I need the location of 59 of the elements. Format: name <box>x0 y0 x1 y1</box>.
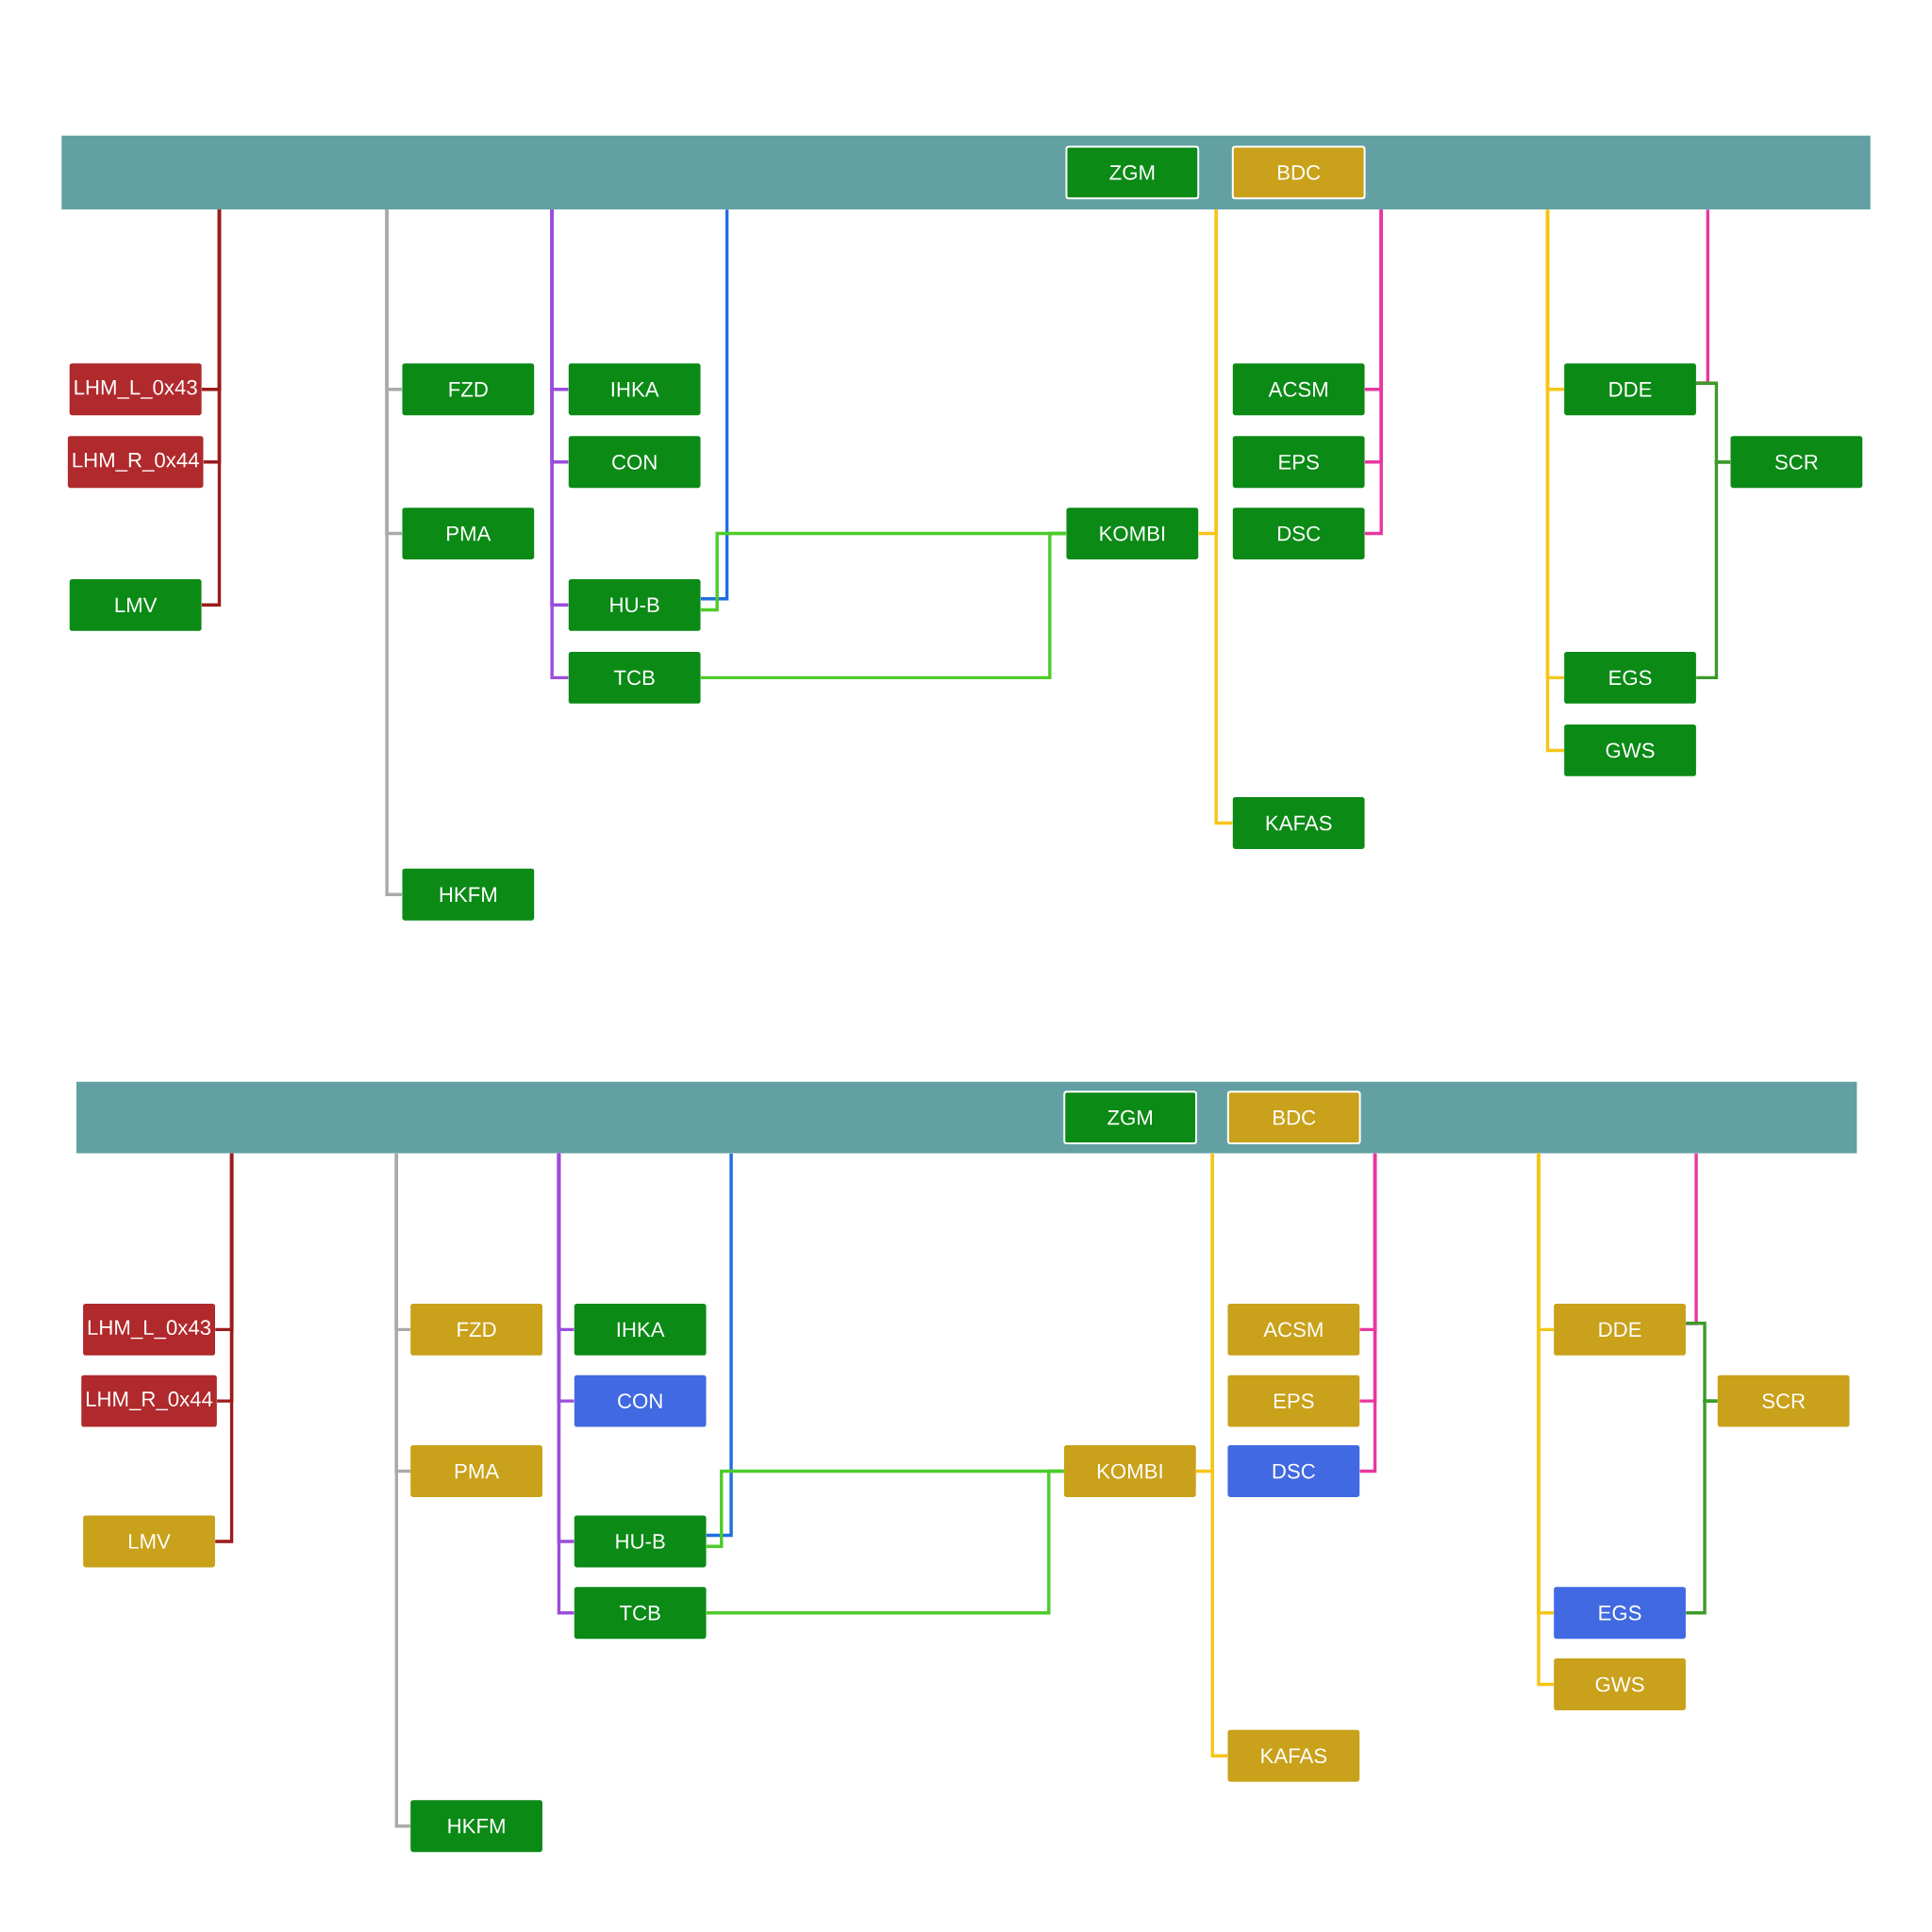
connector-line <box>706 1153 733 1538</box>
module-box: KOMBI <box>1064 1445 1196 1497</box>
connector-line <box>550 209 569 680</box>
connector-line <box>1210 1153 1228 1757</box>
connector-line <box>700 209 729 601</box>
module-box: KAFAS <box>1227 1729 1360 1782</box>
module-box: LHM_R_0x44 <box>67 436 204 489</box>
module-box: HKFM <box>402 868 535 921</box>
connector-line <box>700 531 1067 680</box>
module-box: DSC <box>1227 1445 1360 1497</box>
module-box: DSC <box>1232 508 1365 559</box>
module-box: HKFM <box>410 1800 542 1853</box>
module-box: KOMBI <box>1066 508 1199 559</box>
module-box: EPS <box>1232 436 1365 489</box>
connector-line <box>215 1153 234 1543</box>
module-box: LMV <box>69 578 202 631</box>
connector-line <box>1696 460 1731 680</box>
module-box: GWS <box>1554 1658 1686 1710</box>
module-box: CON <box>568 436 701 489</box>
module-box: EGS <box>1554 1587 1686 1640</box>
module-box: DDE <box>1564 363 1696 416</box>
module-box: TCB <box>568 651 701 704</box>
module-box: BDC <box>1226 1091 1361 1145</box>
module-box: FZD <box>410 1303 542 1356</box>
module-box: PMA <box>402 508 535 559</box>
module-box: BDC <box>1231 145 1366 200</box>
module-box: EPS <box>1227 1374 1360 1427</box>
connector-line <box>1214 209 1233 825</box>
module-box: KAFAS <box>1232 797 1365 849</box>
module-box: IHKA <box>574 1303 707 1356</box>
connector-line <box>394 1153 410 1828</box>
module-box: PMA <box>410 1445 542 1497</box>
module-box: ACSM <box>1232 363 1365 416</box>
module-box: LHM_R_0x44 <box>81 1374 217 1427</box>
module-box: HU-B <box>574 1515 707 1568</box>
connector-line <box>557 1153 575 1615</box>
module-box: SCR <box>1730 436 1863 489</box>
bus-bar <box>61 135 1871 210</box>
module-box: ZGM <box>1065 145 1200 200</box>
module-box: SCR <box>1717 1374 1850 1427</box>
connector-line <box>385 209 403 896</box>
connector-line <box>706 1469 1064 1615</box>
connector-line <box>1686 1399 1718 1615</box>
module-box: ZGM <box>1063 1091 1197 1145</box>
module-box: ACSM <box>1227 1303 1360 1356</box>
connector-line <box>1364 209 1383 536</box>
module-box: CON <box>574 1374 707 1427</box>
module-box: HU-B <box>568 578 701 631</box>
connector-line <box>1359 1153 1377 1474</box>
module-box: GWS <box>1564 724 1696 776</box>
module-box: EGS <box>1564 651 1696 704</box>
module-box: DDE <box>1554 1303 1686 1356</box>
module-box: LHM_L_0x43 <box>83 1303 215 1356</box>
connector-line <box>201 209 222 608</box>
module-box: IHKA <box>568 363 701 416</box>
module-box: LMV <box>83 1515 215 1568</box>
module-box: TCB <box>574 1587 707 1640</box>
module-box: FZD <box>402 363 535 416</box>
module-box: LHM_L_0x43 <box>69 363 202 416</box>
